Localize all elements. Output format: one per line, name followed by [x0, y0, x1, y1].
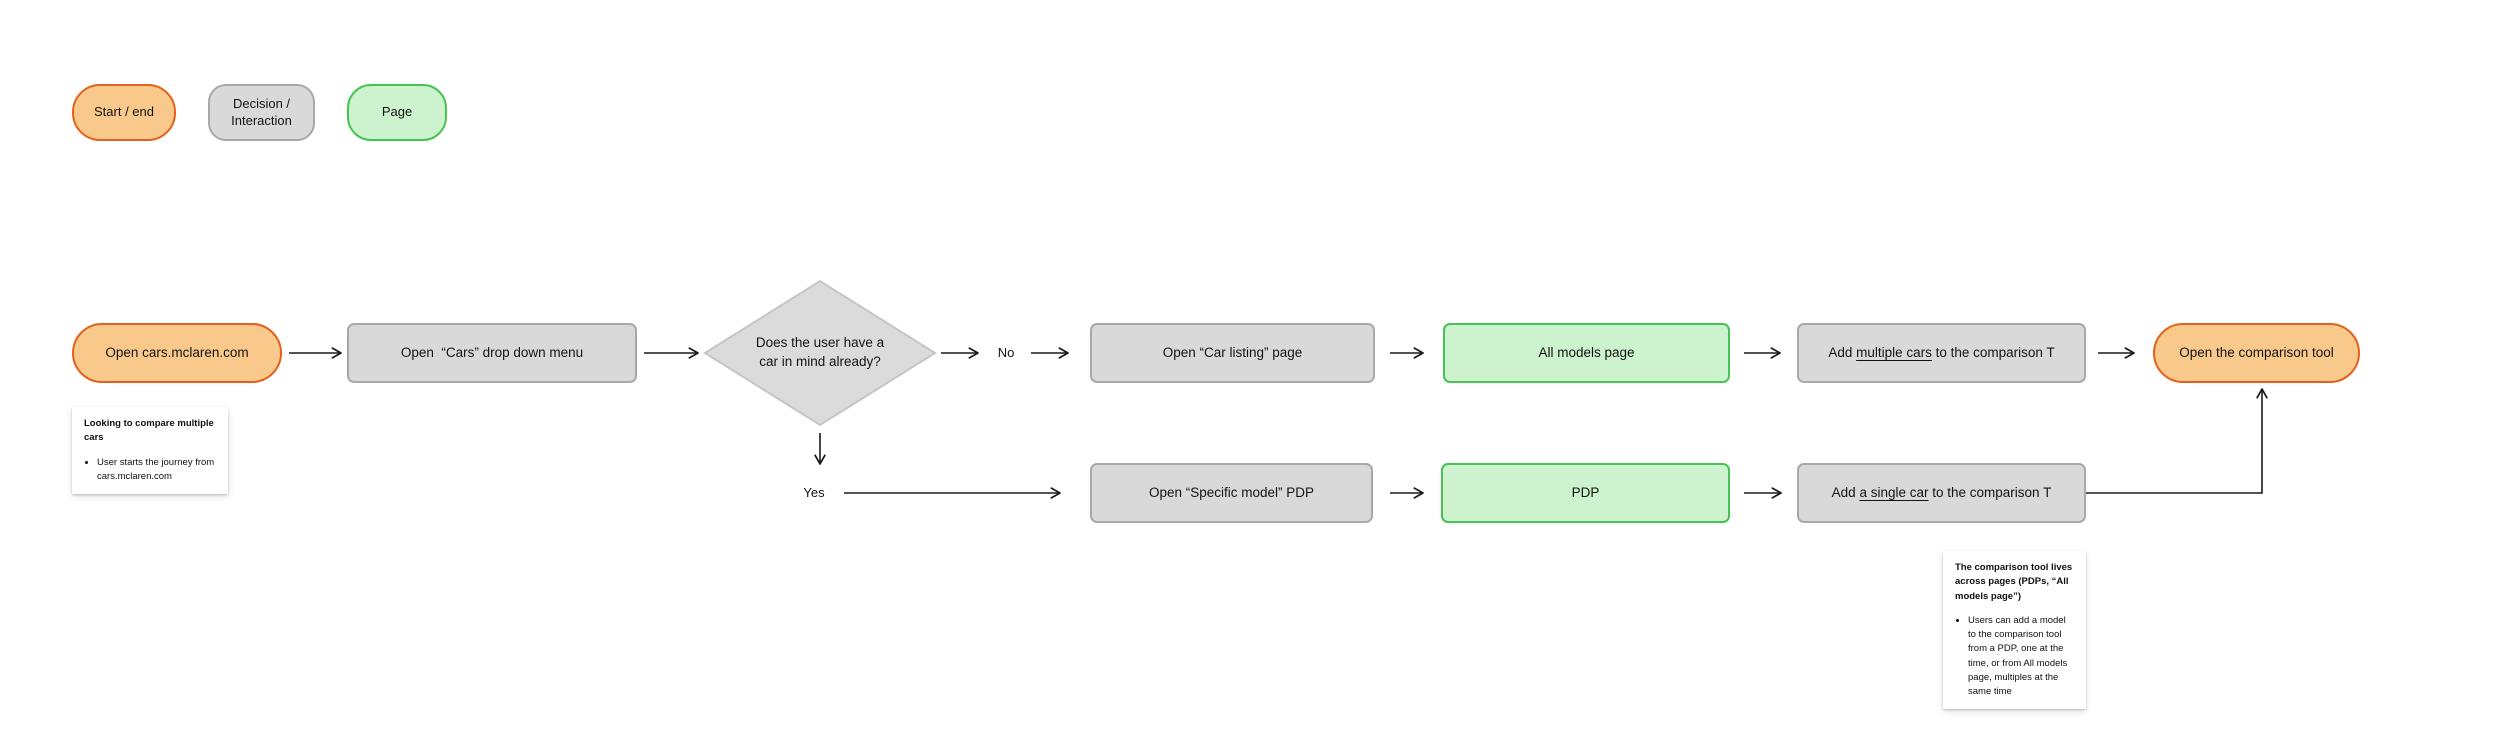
node-add-multiple-cars[interactable]: Add multiple cars to the comparison T	[1797, 323, 2086, 383]
note2-list: Users can add a model to the comparison …	[1955, 614, 2074, 700]
node-all-models-page-label: All models page	[1538, 345, 1635, 361]
add-multiple-prefix: Add	[1828, 345, 1857, 361]
arrow-add-single-to-comparison-elbow	[2086, 388, 2268, 494]
node-open-specific-pdp-label: Open “Specific model” PDP	[1148, 485, 1315, 501]
legend-page[interactable]: Page	[347, 84, 447, 141]
add-single-prefix: Add	[1831, 485, 1860, 501]
node-pdp[interactable]: PDP	[1441, 463, 1730, 523]
note1-bullet: User starts the journey from cars.mclare…	[97, 456, 216, 485]
node-decision-label[interactable]: Does the user have a car in mind already…	[710, 334, 930, 372]
node-all-models-page[interactable]: All models page	[1443, 323, 1730, 383]
add-multiple-underlined: multiple cars	[1856, 345, 1932, 361]
add-single-underlined: a single car	[1859, 485, 1929, 501]
note2-bullet: Users can add a model to the comparison …	[1968, 614, 2074, 700]
decision-line2: car in mind already?	[759, 353, 881, 369]
node-open-car-listing-label: Open “Car listing” page	[1162, 345, 1303, 361]
legend-start-end[interactable]: Start / end	[72, 84, 176, 141]
decision-line1: Does the user have a	[755, 335, 885, 350]
decision-diamond-shape[interactable]	[703, 279, 937, 427]
edge-label-yes: Yes	[803, 485, 825, 500]
add-single-suffix: to the comparison T	[1928, 485, 2052, 501]
node-open-cars-menu-label: Open “Cars” drop down menu	[400, 345, 584, 361]
sticky-note-compare-multiple[interactable]: Looking to compare multiple cars User st…	[72, 407, 228, 494]
note1-title: Looking to compare multiple cars	[84, 418, 214, 444]
node-open-comparison-tool-label: Open the comparison tool	[2179, 345, 2334, 361]
sticky-note-comparison-tool-lives[interactable]: The comparison tool lives across pages (…	[1943, 551, 2086, 710]
add-multiple-suffix: to the comparison T	[1931, 345, 2055, 361]
node-open-site[interactable]: Open cars.mclaren.com	[72, 323, 282, 383]
node-open-cars-menu[interactable]: Open “Cars” drop down menu	[347, 323, 637, 383]
legend-decision-label: Decision / Interaction	[231, 96, 292, 128]
node-open-site-label: Open cars.mclaren.com	[105, 345, 249, 361]
legend-decision-interaction[interactable]: Decision / Interaction	[208, 84, 315, 141]
node-add-single-car[interactable]: Add a single car to the comparison T	[1797, 463, 2086, 523]
node-open-car-listing[interactable]: Open “Car listing” page	[1090, 323, 1375, 383]
node-open-comparison-tool[interactable]: Open the comparison tool	[2153, 323, 2360, 383]
note1-list: User starts the journey from cars.mclare…	[84, 456, 216, 485]
edge-label-no: No	[997, 345, 1015, 360]
legend-page-label: Page	[381, 104, 413, 120]
node-open-specific-pdp[interactable]: Open “Specific model” PDP	[1090, 463, 1373, 523]
legend-start-end-label: Start / end	[94, 104, 154, 120]
node-pdp-label: PDP	[1571, 485, 1600, 501]
note2-title: The comparison tool lives across pages (…	[1955, 562, 2073, 602]
